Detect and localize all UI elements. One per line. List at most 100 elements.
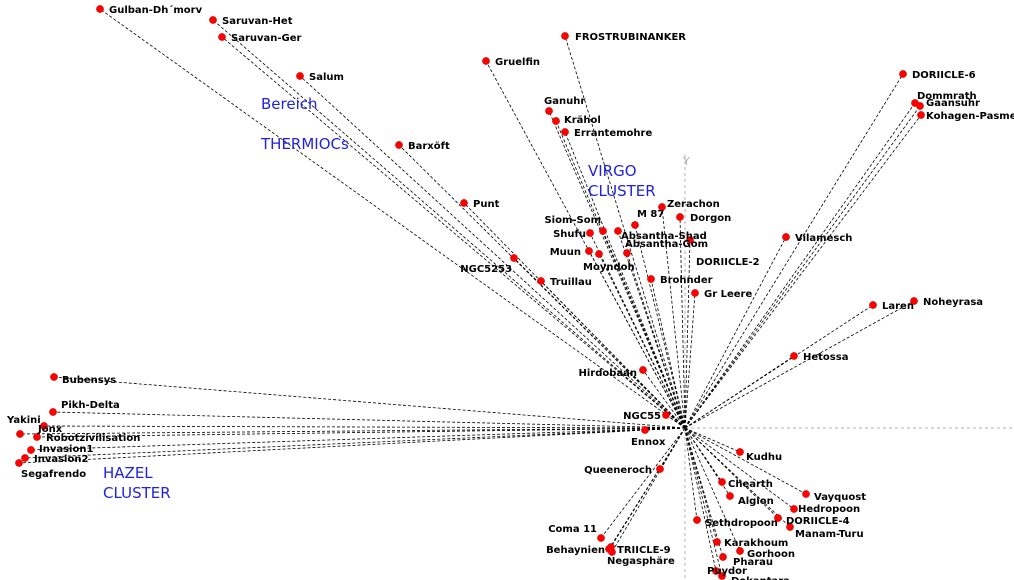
system-41-label: Invasion1 <box>39 444 93 455</box>
system-56-marker <box>693 516 701 524</box>
system-13-label: Siom-Som <box>544 215 601 226</box>
system-45-marker <box>597 534 605 542</box>
system-labels: Gulban-Dh´morvSaruvan-HetSaruvan-GerSalu… <box>6 4 1014 580</box>
region-label-virgo: VIRGO <box>588 162 637 180</box>
region-label-thermiocs: THERMIOCs <box>260 135 349 153</box>
system-4-marker <box>395 141 403 149</box>
system-10-label: Ganuhr <box>544 96 585 107</box>
system-1-marker <box>209 16 217 24</box>
system-6-connection-line <box>513 257 686 429</box>
connection-lines <box>18 8 922 577</box>
system-34-label: NGC55 <box>623 411 661 422</box>
system-19-marker <box>631 221 639 229</box>
system-49-label: Kudhu <box>746 452 782 463</box>
system-25-marker <box>782 233 790 241</box>
system-43-label: Segafrendo <box>21 469 86 480</box>
system-9-connection-line <box>564 35 686 429</box>
system-20-connection-line <box>661 206 686 429</box>
system-42-label: Invasion2 <box>34 454 88 465</box>
system-38-marker <box>16 430 24 438</box>
system-25-label: Vilamesch <box>795 233 852 244</box>
system-2-connection-line <box>221 36 686 429</box>
system-11-label: Krähol <box>564 115 601 126</box>
system-11-marker <box>552 117 560 125</box>
system-14-label: Shufu <box>553 229 586 240</box>
system-42-marker <box>21 454 29 462</box>
system-30-marker <box>869 301 877 309</box>
system-24-label: Gr Leere <box>704 289 752 300</box>
system-24-connection-line <box>684 292 696 429</box>
system-53-label: Hedropoon <box>798 504 860 515</box>
system-6-label: NGC5253 <box>460 264 512 275</box>
system-30-connection-line <box>684 304 874 429</box>
system-61-label: Dokantara <box>731 576 790 580</box>
system-22-label: DORIICLE-2 <box>696 257 760 268</box>
system-39-connection-line <box>43 425 686 429</box>
system-41-marker <box>27 446 35 454</box>
system-50-label: Chearth <box>728 479 773 490</box>
system-21-label: Dorgon <box>690 213 731 224</box>
system-2-label: Saruvan-Ger <box>231 33 302 44</box>
system-51-connection-line <box>684 427 731 497</box>
system-36-marker <box>50 373 58 381</box>
system-40-label: Robotzivilisation <box>46 433 140 444</box>
system-47-connection-line <box>610 427 686 548</box>
system-7-connection-line <box>540 280 686 429</box>
system-17-marker <box>614 227 622 235</box>
system-10-connection-line <box>548 110 686 429</box>
system-15-connection-line <box>588 250 686 429</box>
system-21-connection-line <box>679 216 686 429</box>
system-13-marker <box>599 227 607 235</box>
system-38-label: Yakini <box>6 415 41 426</box>
system-17-label: Absantha-Shad <box>621 231 707 242</box>
system-7-label: Truillau <box>550 277 592 288</box>
system-18-marker <box>623 249 631 257</box>
system-41-connection-line <box>30 427 686 451</box>
system-9-marker <box>561 32 569 40</box>
system-50-marker <box>718 478 726 486</box>
system-31-marker <box>910 297 918 305</box>
system-45-connection-line <box>600 427 686 539</box>
system-37-label: Pikh-Delta <box>61 400 120 411</box>
system-60-marker <box>712 567 720 575</box>
system-48-marker <box>608 548 616 556</box>
system-39-marker <box>40 422 48 430</box>
system-33-connection-line <box>642 369 686 429</box>
system-55-label: Manam-Turu <box>795 529 864 540</box>
system-0-label: Gulban-Dh´morv <box>109 4 203 16</box>
system-3-connection-line <box>299 75 686 429</box>
system-45-label: Coma 11 <box>548 524 597 535</box>
system-29-marker <box>917 111 925 119</box>
system-58-label: Gorhoon <box>747 549 795 560</box>
system-23-label: Brohnder <box>660 275 713 286</box>
system-36-connection-line <box>53 376 686 429</box>
region-label-hazel-cluster: CLUSTER <box>103 484 171 502</box>
system-25-connection-line <box>684 236 787 429</box>
system-22-connection-line <box>684 239 691 429</box>
system-markers <box>15 5 925 580</box>
system-32-marker <box>790 352 798 360</box>
system-23-connection-line <box>650 278 686 429</box>
system-43-marker <box>15 459 23 467</box>
system-26-marker <box>899 70 907 78</box>
system-6-marker <box>510 254 518 262</box>
system-20-marker <box>658 203 666 211</box>
system-46-label: Behaynien <box>546 545 605 556</box>
system-52-marker <box>802 490 810 498</box>
system-20-label: Zerachon <box>667 199 720 210</box>
region-label-hazel: HAZEL <box>103 464 153 482</box>
system-3-marker <box>296 72 304 80</box>
system-24-marker <box>691 289 699 297</box>
system-2-marker <box>218 33 226 41</box>
system-14-marker <box>586 229 594 237</box>
system-59-connection-line <box>684 427 724 558</box>
system-55-marker <box>786 523 794 531</box>
system-3-label: Salum <box>309 72 344 83</box>
system-28-marker <box>916 102 924 110</box>
system-33-label: Hirdobaan <box>578 368 637 379</box>
system-44-marker <box>656 465 664 473</box>
system-56-label: Sethdropoon <box>705 518 778 529</box>
system-56-connection-line <box>684 427 698 521</box>
system-15-label: Muun <box>550 247 581 258</box>
system-26-label: DORIICLE-6 <box>912 70 976 81</box>
